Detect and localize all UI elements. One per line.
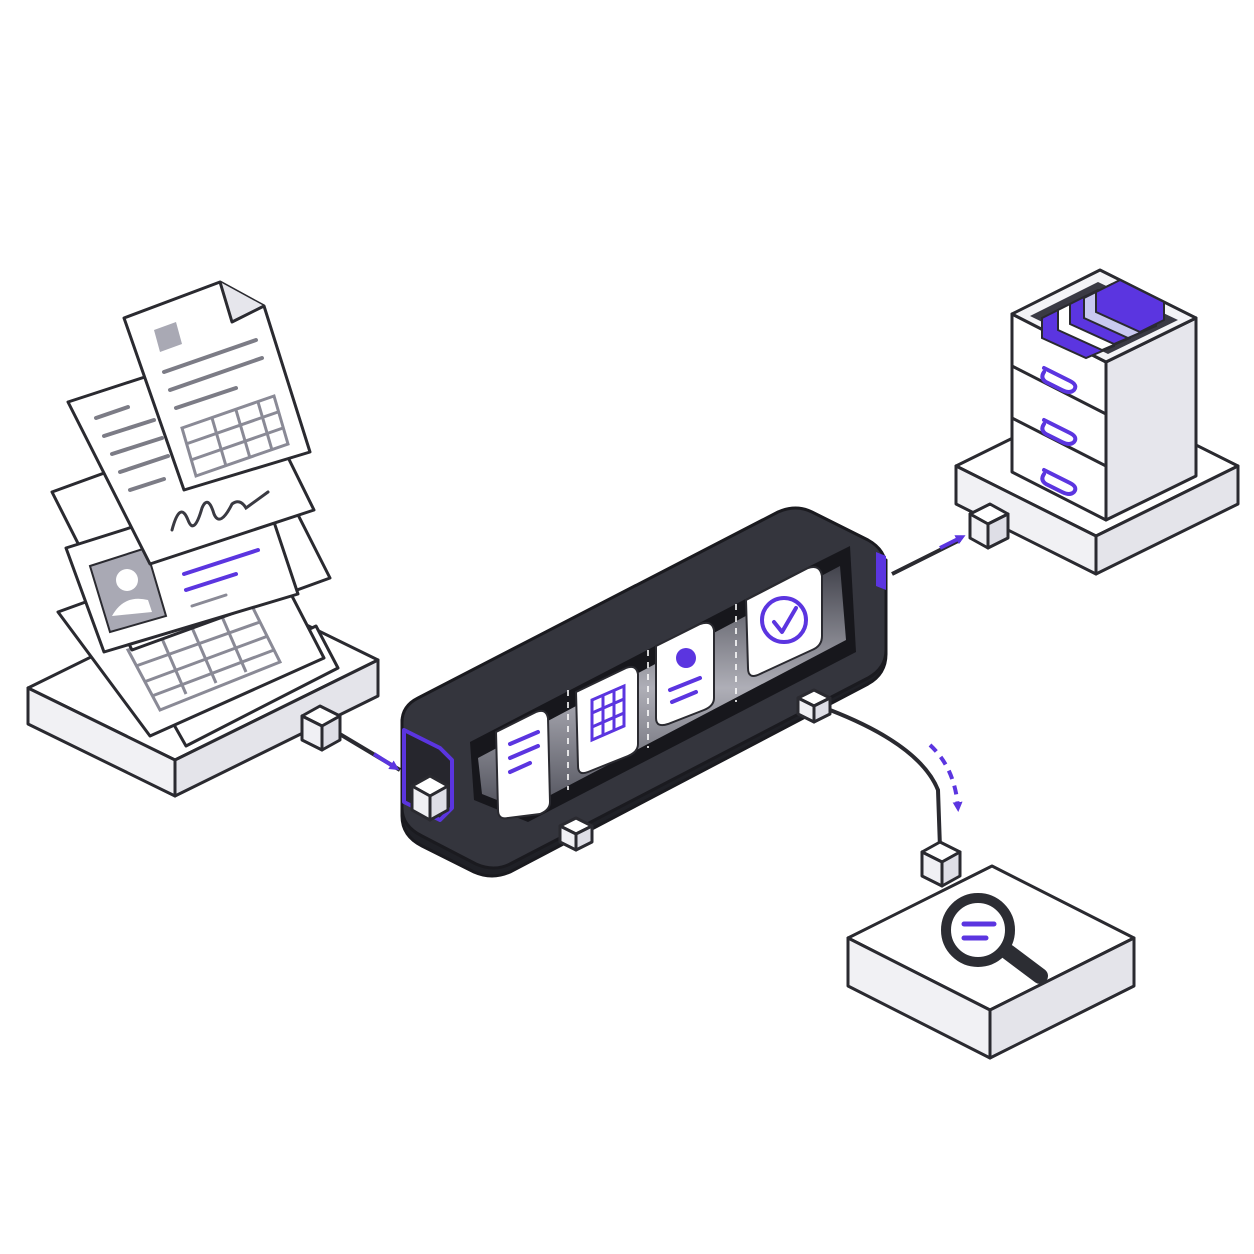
input-port-cube — [300, 704, 342, 752]
document-stack-icon — [50, 280, 340, 748]
connector-processor-to-storage — [891, 535, 966, 576]
search-port-cube — [920, 840, 962, 888]
form-document — [122, 280, 312, 492]
stage-separators — [567, 604, 737, 790]
check-circle-icon — [744, 566, 823, 677]
connector-input-to-processor — [336, 731, 402, 772]
storage-port-cube — [968, 502, 1010, 550]
connector-processor-to-search — [829, 708, 963, 849]
table-grid-icon — [574, 665, 639, 775]
magnifier-search-icon — [941, 893, 1048, 984]
document-processing-machine-icon — [400, 506, 888, 878]
processor-front-cube — [410, 774, 450, 822]
profile-card-icon — [655, 621, 715, 727]
filing-cabinet-icon — [1010, 268, 1198, 522]
processor-output-cube — [796, 688, 832, 724]
drawer-handles — [1040, 366, 1078, 496]
folder-tabs — [1041, 278, 1165, 360]
text-document-icon — [494, 709, 552, 820]
processor-bottom-cube — [558, 816, 594, 852]
